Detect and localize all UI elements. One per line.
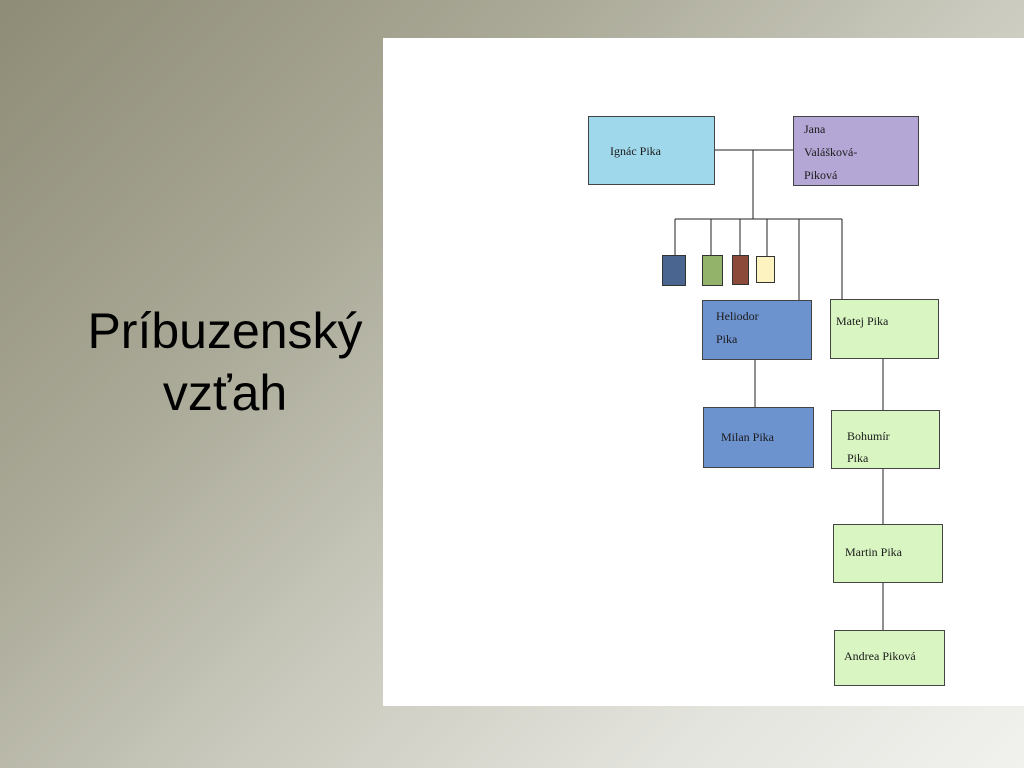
child-square-2 xyxy=(702,255,723,286)
title-line-2: vzťah xyxy=(162,365,288,421)
person-bohumir: Bohumír Pika xyxy=(831,410,940,469)
family-tree-diagram: Ignác Pika Jana Valášková- Piková Heliod… xyxy=(383,38,1024,706)
person-ignac-label: Ignác Pika xyxy=(610,144,661,158)
person-jana: Jana Valášková- Piková xyxy=(793,116,919,186)
person-milan: Milan Pika xyxy=(703,407,814,468)
person-heliodor-line-1: Heliodor xyxy=(716,309,759,323)
person-bohumir-line-1: Bohumír xyxy=(847,429,890,443)
title-line-1: Príbuzenský xyxy=(87,303,363,359)
person-jana-line-2: Valášková- xyxy=(804,145,858,159)
person-jana-line-3: Piková xyxy=(804,168,838,182)
child-square-3 xyxy=(732,255,749,285)
person-martin: Martin Pika xyxy=(833,524,943,583)
person-matej-label: Matej Pika xyxy=(836,314,889,328)
person-martin-label: Martin Pika xyxy=(845,545,902,559)
person-milan-label: Milan Pika xyxy=(721,430,774,444)
person-ignac: Ignác Pika xyxy=(588,116,715,185)
person-heliodor-line-2: Pika xyxy=(716,332,738,346)
person-bohumir-line-2: Pika xyxy=(847,451,869,465)
slide-title: Príbuzenský vzťah xyxy=(60,300,390,424)
person-heliodor: Heliodor Pika xyxy=(702,300,812,360)
person-jana-line-1: Jana xyxy=(804,122,826,136)
child-square-1 xyxy=(662,255,686,286)
person-andrea: Andrea Piková xyxy=(834,630,945,686)
person-matej: Matej Pika xyxy=(830,299,939,359)
connector-lines xyxy=(674,149,884,630)
person-andrea-label: Andrea Piková xyxy=(844,649,916,663)
child-square-4 xyxy=(756,256,775,283)
